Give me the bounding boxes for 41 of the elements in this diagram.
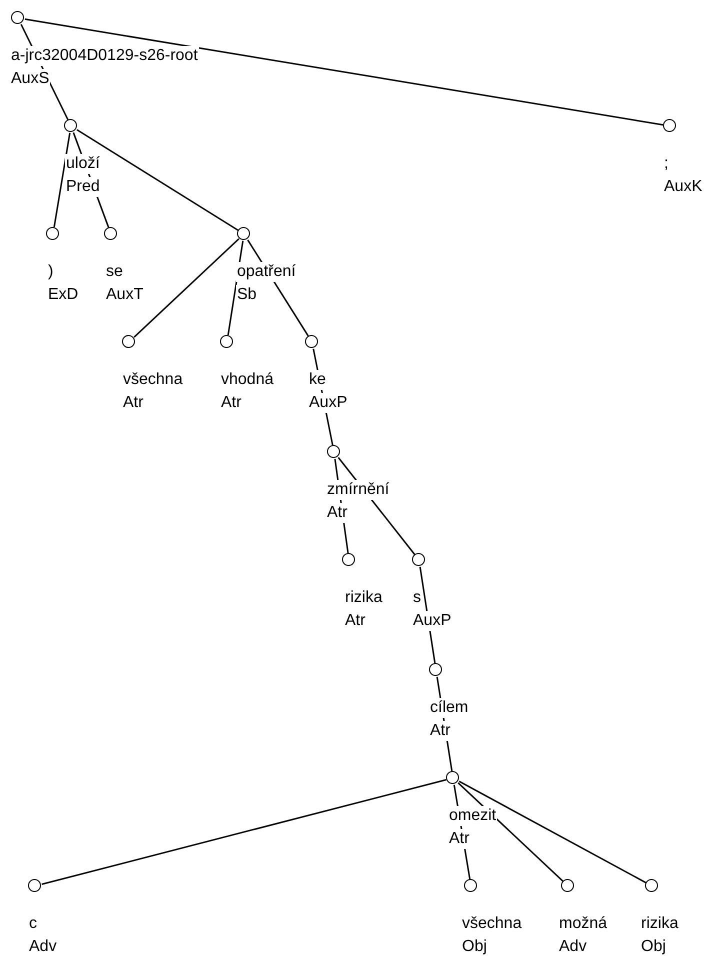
tree-edge <box>134 238 240 338</box>
node-circle <box>237 227 250 240</box>
function-label: Atr <box>326 503 348 523</box>
function-label: AuxP <box>412 611 452 631</box>
function-label: Obj <box>461 937 488 957</box>
node-circle <box>342 553 355 566</box>
node-circle <box>464 879 477 892</box>
node-circle <box>46 227 59 240</box>
word-label: omezit <box>448 806 498 826</box>
tree-edge <box>458 780 646 884</box>
node-circle <box>663 119 676 132</box>
node-circle <box>122 335 135 348</box>
function-label: Atr <box>429 721 452 741</box>
word-label: zmírnění <box>326 480 390 500</box>
function-label: Pred <box>65 177 101 197</box>
function-label: AuxP <box>308 393 348 413</box>
tree-edge <box>76 129 238 231</box>
tree-edge <box>53 132 71 228</box>
word-label: uloží <box>65 154 101 174</box>
word-label: cílem <box>429 698 470 718</box>
function-label: Obj <box>640 937 667 957</box>
node-circle <box>327 445 340 458</box>
tree-edge <box>24 18 664 126</box>
word-label: ) <box>47 262 54 282</box>
node-circle <box>412 553 425 566</box>
node-circle <box>429 663 442 676</box>
node-circle <box>446 771 459 784</box>
node-circle <box>64 119 77 132</box>
tree-edge <box>458 782 564 882</box>
node-circle <box>104 227 117 240</box>
word-label: opatření <box>236 262 297 282</box>
word-label: ke <box>308 370 327 390</box>
node-circle <box>28 879 41 892</box>
node-circle <box>645 879 658 892</box>
node-circle <box>561 879 574 892</box>
node-circle <box>11 11 24 24</box>
tree-edge <box>42 779 446 885</box>
node-circle <box>305 335 318 348</box>
word-label: a-jrc32004D0129-s26-root <box>10 46 199 66</box>
node-circle <box>220 335 233 348</box>
function-label: Atr <box>448 829 470 849</box>
